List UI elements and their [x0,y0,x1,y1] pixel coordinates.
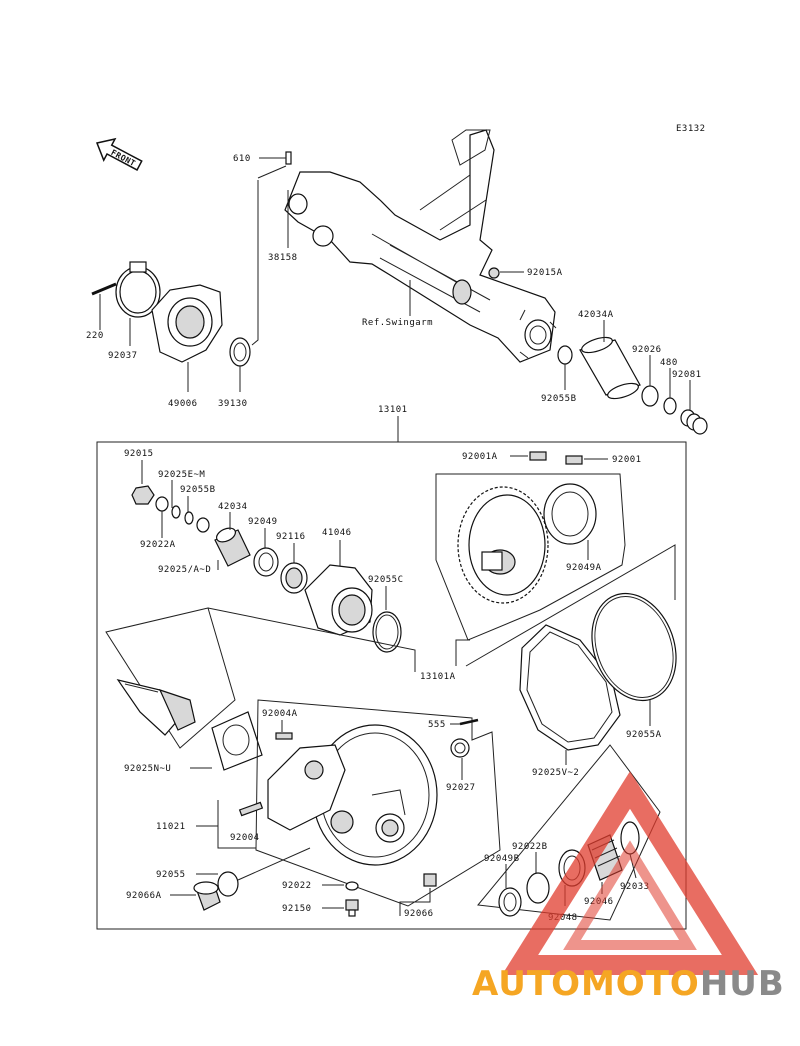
part-92116-bearing [280,562,308,594]
assembly-13101-frame [96,441,687,930]
part-92055-oring [217,871,239,897]
label-92015A: 92015A [527,268,563,278]
part-92027-breather [450,738,470,758]
label-92022A: 92022A [140,540,176,550]
part-92150-bolt [345,899,359,917]
part-610-bolt [285,151,292,165]
part-92055C-oring [372,611,402,653]
part-92049A-seal [543,483,597,545]
part-42034-gear-sleeve [214,527,251,567]
label-39130: 39130 [218,399,248,409]
label-92026: 92026 [632,345,662,355]
part-92055A-oring [591,592,677,702]
label-555: 555 [428,720,446,730]
label-92004: 92004 [230,833,260,843]
label-92049: 92049 [248,517,278,527]
label-92015: 92015 [124,449,154,459]
part-92004-stud [238,801,264,817]
label-92055B-top: 92055B [541,394,577,404]
label-42034: 42034 [218,502,248,512]
part-92066A-plug [193,881,221,911]
label-13101A: 13101A [420,672,456,682]
label-92001: 92001 [612,455,642,465]
label-610: 610 [233,154,251,164]
label-92025V2: 92025V~2 [532,768,579,778]
label-92033: 92033 [620,882,650,892]
bearing-inset-frame [477,744,661,921]
label-92116: 92116 [276,532,306,542]
part-92049-bearing [253,547,279,577]
label-92022: 92022 [282,881,312,891]
part-92022A-washer [155,496,169,512]
part-92025-shim [171,505,181,519]
label-11021: 11021 [156,822,186,832]
part-92025V2-gasket [519,624,621,751]
part-39130-bushing [229,337,251,367]
part-92066-plug [423,873,437,887]
part-92001-bolt [565,455,583,465]
label-92066A: 92066A [126,891,162,901]
part-92025-shim-2 [184,511,194,525]
part-555-pin [459,718,479,726]
label-ref-swingarm: Ref.Swingarm [362,318,433,328]
label-92025NU: 92025N~U [124,764,171,774]
label-92001A: 92001A [462,452,498,462]
part-92037-clamp [115,261,161,318]
label-92004A: 92004A [262,709,298,719]
part-92055B-ring [196,517,210,533]
part-ring-gear [457,486,549,604]
part-92001A-bolt [529,451,547,461]
part-11021-gear-case [267,724,438,866]
diagram-code: E3132 [676,124,706,134]
label-92049A: 92049A [566,563,602,573]
part-92049B-seal [498,887,522,917]
part-49006-housing [151,284,223,363]
ring-gear-inset-frame [435,473,626,641]
label-38158: 38158 [268,253,298,263]
label-41046: 41046 [322,528,352,538]
label-92081: 92081 [672,370,702,380]
part-42034A-sleeve [579,336,641,400]
part-480-ring [663,397,677,415]
part-92081-spring [680,409,708,435]
part-92015-nut [131,485,155,505]
label-92055A: 92055A [626,730,662,740]
part-92055B-oring [557,345,573,365]
part-pinion-gear [116,679,196,736]
label-42034A: 42034A [578,310,614,320]
label-92025EM: 92025E~M [158,470,205,480]
label-13101: 13101 [378,405,408,415]
part-220-bolt [91,282,117,296]
label-92037: 92037 [108,351,138,361]
part-92004A-stud [275,732,293,740]
label-92027: 92027 [446,783,476,793]
label-49006: 49006 [168,399,198,409]
automotohub-logo: AUTOMOTOHUB [472,771,785,1004]
label-92049B: 92049B [484,854,520,864]
label-92055: 92055 [156,870,186,880]
label-92048: 92048 [548,913,578,923]
part-92025NU-gasket [211,711,263,771]
part-92015A-nut [488,267,500,279]
part-41046-pinion-housing [304,564,373,636]
swingarm-drawing [284,129,557,363]
label-480: 480 [660,358,678,368]
part-92022B-washer [526,872,550,904]
part-92026-washer [641,385,659,407]
label-92055C: 92055C [368,575,404,585]
label-220: 220 [86,331,104,341]
front-arrow-icon: FRONT [95,137,143,171]
svg-text:AUTOMOTOHUB: AUTOMOTOHUB [472,964,785,1004]
label-92066: 92066 [404,909,434,919]
label-92025AD: 92025/A~D [158,565,211,575]
label-92022B: 92022B [512,842,548,852]
label-92150: 92150 [282,904,312,914]
label-92055B: 92055B [180,485,216,495]
part-92022-washer [345,881,359,891]
